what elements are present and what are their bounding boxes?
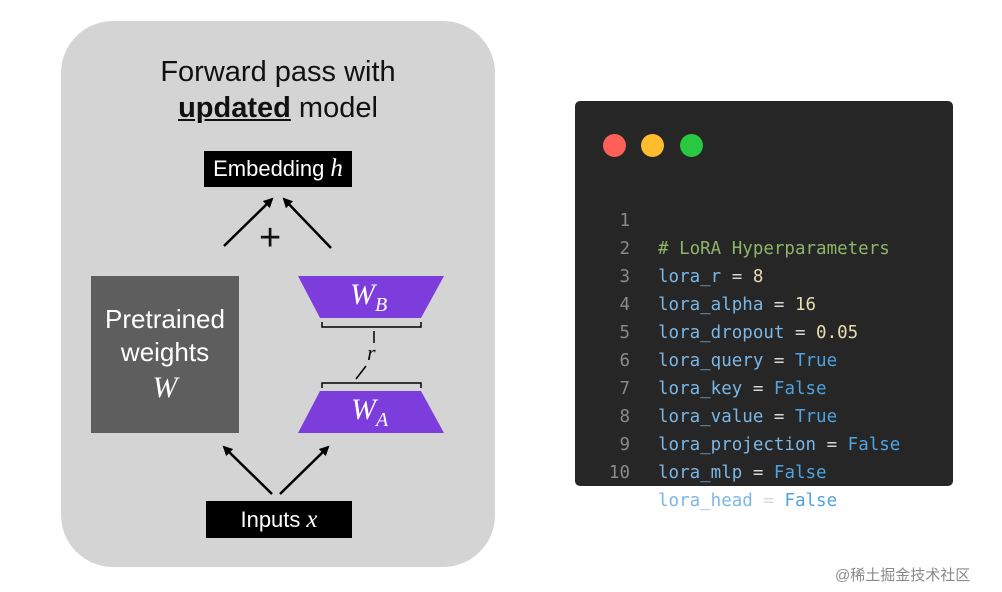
matrix-b-symbol: W bbox=[350, 278, 375, 311]
code-line: 3 lora_alpha = 16 bbox=[575, 235, 953, 315]
assigned-value: 16 bbox=[794, 295, 817, 315]
code-assignment: lora_r = 8 bbox=[658, 263, 763, 291]
line-number: 9 bbox=[619, 435, 630, 455]
code-assignment: lora_value = True bbox=[658, 403, 837, 431]
line-number: 1 bbox=[619, 211, 630, 231]
variable-name: lora_r bbox=[658, 267, 722, 287]
window-minimize-dot bbox=[641, 134, 664, 157]
title-bold-word: updated bbox=[178, 92, 291, 124]
variable-name: lora_projection bbox=[658, 435, 817, 455]
embedding-label: Embedding bbox=[213, 156, 325, 181]
code-lines: 1 # LoRA Hyperparameters 2 lora_r = 8 3 … bbox=[575, 179, 953, 511]
diagram-title: Forward pass with updated model bbox=[61, 54, 495, 126]
code-line: 7 lora_value = True bbox=[575, 347, 953, 427]
matrix-b-label: WB bbox=[350, 278, 387, 317]
matrix-a-trapezoid bbox=[298, 391, 444, 433]
arrow-input-to-pretrained bbox=[222, 445, 273, 495]
line-number: 8 bbox=[619, 407, 630, 427]
variable-name: lora_mlp bbox=[658, 463, 743, 483]
assigned-value: False bbox=[773, 463, 827, 483]
assign-operator: = bbox=[752, 491, 785, 511]
assign-operator: = bbox=[784, 323, 817, 343]
watermark-text: @稀土掘金技术社区 bbox=[835, 567, 971, 584]
sum-symbol: + bbox=[259, 217, 282, 259]
pretrained-weights-box: Pretrained weights W bbox=[91, 276, 239, 433]
assign-operator: = bbox=[742, 463, 774, 483]
code-assignment: lora_mlp = False bbox=[658, 459, 827, 487]
assign-operator: = bbox=[742, 379, 774, 399]
variable-name: lora_query bbox=[658, 351, 764, 371]
assigned-value: True bbox=[794, 351, 838, 371]
assigned-value: 0.05 bbox=[816, 323, 859, 343]
title-line1: Forward pass with bbox=[160, 56, 396, 88]
code-line: 6 lora_key = False bbox=[575, 319, 953, 399]
matrix-b-subscript: B bbox=[375, 294, 388, 316]
assign-operator: = bbox=[721, 267, 753, 287]
matrix-b-trapezoid bbox=[298, 276, 444, 318]
assign-operator: = bbox=[763, 407, 795, 427]
variable-name: lora_key bbox=[658, 379, 743, 399]
rank-label: r bbox=[367, 340, 376, 365]
comment-text: # LoRA Hyperparameters bbox=[658, 239, 890, 259]
rank-bracket-bottom bbox=[321, 382, 422, 388]
code-line: 1 # LoRA Hyperparameters bbox=[575, 179, 953, 259]
code-assignment: lora_query = True bbox=[658, 347, 837, 375]
pretrained-var: W bbox=[152, 370, 178, 404]
assigned-value: False bbox=[773, 379, 827, 399]
code-comment: # LoRA Hyperparameters bbox=[658, 235, 890, 263]
assign-operator: = bbox=[816, 435, 848, 455]
variable-name: lora_head bbox=[658, 491, 753, 511]
code-line: 10 lora_head = False bbox=[575, 431, 953, 511]
code-assignment: lora_alpha = 16 bbox=[658, 291, 816, 319]
variable-name: lora_dropout bbox=[658, 323, 785, 343]
variable-name: lora_value bbox=[658, 407, 764, 427]
arrow-lora-to-sum bbox=[282, 197, 332, 249]
code-assignment: lora_head = False bbox=[658, 487, 837, 515]
code-assignment: lora_dropout = 0.05 bbox=[658, 319, 858, 347]
line-number: 7 bbox=[619, 379, 630, 399]
line-number: 3 bbox=[619, 267, 630, 287]
title-line2: updated model bbox=[61, 90, 495, 126]
pretrained-line1: Pretrained bbox=[105, 303, 225, 334]
assigned-value: False bbox=[784, 491, 838, 511]
code-line: 2 lora_r = 8 bbox=[575, 207, 953, 287]
window-close-dot bbox=[603, 134, 626, 157]
window-maximize-dot bbox=[680, 134, 703, 157]
line-number: 2 bbox=[619, 239, 630, 259]
code-line: 8 lora_projection = False bbox=[575, 375, 953, 455]
arrow-input-to-lora bbox=[279, 445, 330, 495]
rank-bracket-top bbox=[321, 322, 422, 328]
line-number: 5 bbox=[619, 323, 630, 343]
code-assignment: lora_projection = False bbox=[658, 431, 900, 459]
title-rest: model bbox=[290, 92, 378, 124]
assigned-value: 8 bbox=[752, 267, 764, 287]
code-assignment: lora_key = False bbox=[658, 375, 827, 403]
line-number: 4 bbox=[619, 295, 630, 315]
matrix-a-symbol: W bbox=[351, 393, 376, 426]
code-window: 1 # LoRA Hyperparameters 2 lora_r = 8 3 … bbox=[575, 101, 953, 511]
variable-name: lora_alpha bbox=[658, 295, 764, 315]
matrix-a-subscript: A bbox=[376, 409, 389, 431]
assign-operator: = bbox=[763, 295, 795, 315]
line-number: 6 bbox=[619, 351, 630, 371]
embedding-var: h bbox=[330, 155, 343, 182]
inputs-var: x bbox=[306, 505, 318, 533]
assigned-value: False bbox=[847, 435, 901, 455]
line-number: 10 bbox=[608, 463, 630, 483]
code-line: 4 lora_dropout = 0.05 bbox=[575, 263, 953, 343]
code-line: 5 lora_query = True bbox=[575, 291, 953, 371]
inputs-label: Inputs bbox=[240, 506, 301, 532]
arrow-pretrained-to-sum bbox=[223, 197, 274, 247]
pretrained-line2: weights bbox=[120, 336, 210, 367]
matrix-a-label: WA bbox=[351, 393, 388, 432]
rank-tick-bottom bbox=[355, 365, 367, 380]
code-line: 9 lora_mlp = False bbox=[575, 403, 953, 483]
assigned-value: True bbox=[794, 407, 838, 427]
assign-operator: = bbox=[763, 351, 795, 371]
